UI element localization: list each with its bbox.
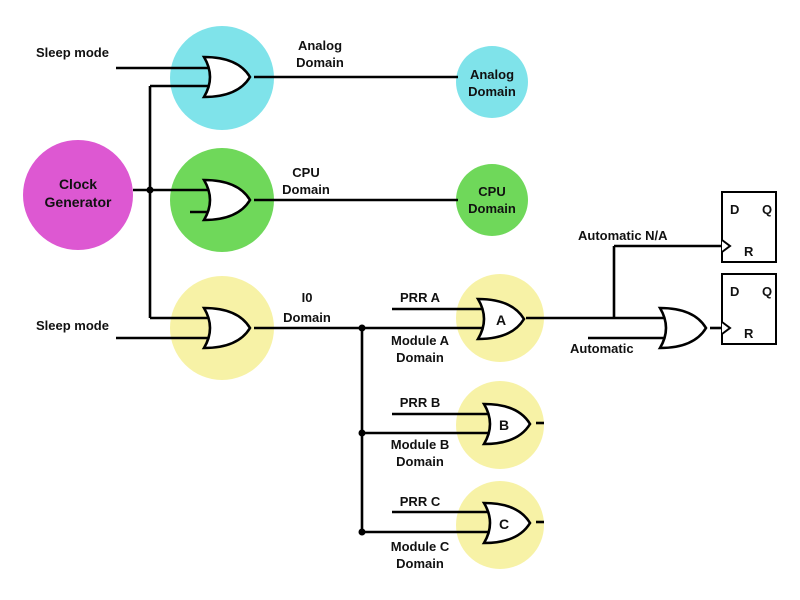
io-or-gate bbox=[201, 306, 252, 350]
junction-dot bbox=[358, 429, 366, 437]
cpu-domain-node bbox=[456, 164, 528, 236]
cpu-wire-label-1: CPU bbox=[292, 165, 319, 180]
module-c-or-gate: C bbox=[481, 501, 532, 545]
clock-generator-node bbox=[23, 140, 133, 250]
analog-node-label-2: Domain bbox=[468, 84, 516, 99]
analog-wire-label-1: Analog bbox=[298, 38, 342, 53]
analog-wire-label-2: Domain bbox=[296, 55, 344, 70]
module-b-label-2: Domain bbox=[396, 454, 444, 469]
cpu-wire-label-2: Domain bbox=[282, 182, 330, 197]
flipflop-d-label: D bbox=[730, 202, 739, 217]
module-b-or-gate: B bbox=[481, 402, 532, 446]
module-a-or-gate: A bbox=[475, 297, 526, 341]
prr-c-label: PRR C bbox=[400, 494, 441, 509]
prr-b-label: PRR B bbox=[400, 395, 440, 410]
flipflop-q-label: Q bbox=[762, 202, 772, 217]
analog-node-label-1: Analog bbox=[470, 67, 514, 82]
analog-domain-node bbox=[456, 46, 528, 118]
module-a-label-2: Domain bbox=[396, 350, 444, 365]
cpu-node-label-1: CPU bbox=[478, 184, 505, 199]
junction-dot bbox=[358, 528, 366, 536]
flipflop-r-label: R bbox=[744, 244, 754, 259]
flipflop-top: D Q R bbox=[721, 191, 777, 263]
module-a-gate-label: A bbox=[496, 312, 506, 328]
prr-a-label: PRR A bbox=[400, 290, 441, 305]
cpu-or-gate bbox=[201, 178, 252, 222]
io-wire-label-1: I0 bbox=[302, 290, 313, 305]
automatic-label: Automatic bbox=[570, 341, 634, 356]
clock-generator-label-1: Clock bbox=[59, 176, 97, 192]
junction-dot bbox=[146, 186, 154, 194]
module-c-gate-label: C bbox=[499, 516, 509, 532]
sleep-mode-top-label: Sleep mode bbox=[36, 45, 109, 60]
sleep-mode-bottom-label: Sleep mode bbox=[36, 318, 109, 333]
flipflop-d-label: D bbox=[730, 284, 739, 299]
cpu-node-label-2: Domain bbox=[468, 201, 516, 216]
module-b-label-1: Module B bbox=[391, 437, 450, 452]
clock-generator-label-2: Generator bbox=[45, 194, 112, 210]
module-c-label-2: Domain bbox=[396, 556, 444, 571]
module-c-label-1: Module C bbox=[391, 539, 450, 554]
module-a-label-1: Module A bbox=[391, 333, 450, 348]
junction-dot bbox=[358, 324, 366, 332]
io-wire-label-2: Domain bbox=[283, 310, 331, 325]
automatic-or-gate bbox=[657, 306, 708, 350]
analog-or-gate bbox=[201, 55, 252, 99]
automatic-na-label: Automatic N/A bbox=[578, 228, 668, 243]
flipflop-bottom: D Q R bbox=[721, 273, 777, 345]
flipflop-r-label: R bbox=[744, 326, 754, 341]
wires bbox=[116, 66, 722, 534]
module-b-gate-label: B bbox=[499, 417, 509, 433]
flipflop-q-label: Q bbox=[762, 284, 772, 299]
